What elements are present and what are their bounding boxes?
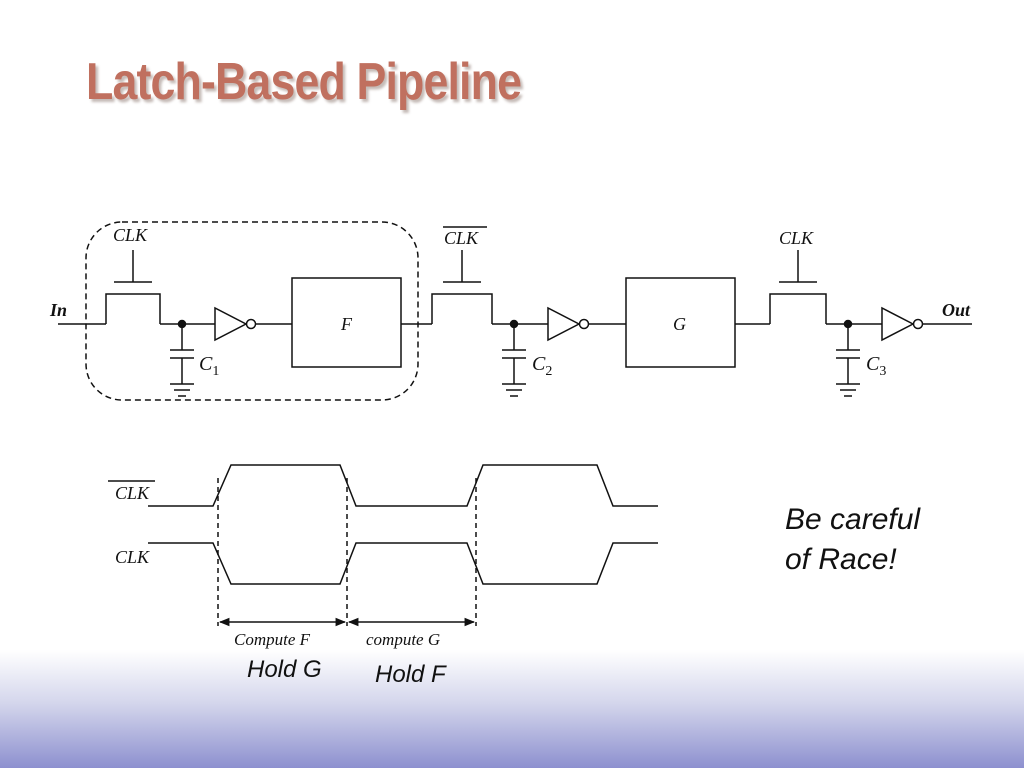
capacitor-label-3: C3: [866, 353, 886, 379]
clk-waveform: [148, 542, 658, 585]
cap-symbol-1: C: [199, 353, 213, 375]
output-label: Out: [942, 300, 971, 320]
hold-g-label: Hold G: [247, 656, 322, 683]
phase2-label: compute G: [366, 630, 440, 649]
note-line-1: Be careful: [785, 503, 921, 536]
pass-transistor-2: [431, 250, 493, 324]
block-label-f: F: [340, 314, 353, 334]
slide-title: Latch-Based Pipeline: [86, 53, 522, 111]
capacitor-3: [836, 324, 860, 397]
clk-bar-waveform: [148, 464, 658, 507]
capacitor-label-1: C1: [199, 353, 219, 379]
hold-f-label: Hold F: [375, 661, 446, 688]
block-label-g: G: [673, 314, 686, 334]
capacitor-2: [502, 324, 526, 397]
timing-clk-label: CLK: [115, 547, 150, 567]
pass-transistor-1: [105, 250, 161, 324]
logic-block-g: [625, 277, 736, 368]
race-warning-note: Be careful of Race!: [785, 500, 920, 580]
cap-symbol-2: C: [532, 353, 546, 375]
inverter-3: [881, 306, 924, 342]
cap-subscript-3: 3: [879, 364, 886, 379]
input-label: In: [49, 300, 67, 320]
timing-diagram: [108, 464, 658, 627]
phase1-label: Compute F: [234, 630, 311, 649]
inverter-1: [214, 306, 257, 342]
clock-label-3: CLK: [779, 228, 814, 248]
circuit: [58, 221, 972, 401]
logic-block-f: [291, 277, 402, 368]
capacitor-1: [170, 324, 194, 397]
note-line-2: of Race!: [785, 543, 897, 576]
inverter-2: [547, 306, 590, 342]
capacitor-label-2: C2: [532, 353, 552, 379]
clock-label-1: CLK: [113, 225, 148, 245]
cap-subscript-2: 2: [545, 364, 552, 379]
cap-subscript-1: 1: [212, 364, 219, 379]
cap-symbol-3: C: [866, 353, 880, 375]
timing-clk-bar-label: CLK: [115, 483, 150, 503]
dashed-grouping-outline: [85, 221, 419, 401]
pass-transistor-3: [769, 250, 827, 324]
clock-label-2: CLK: [444, 228, 479, 248]
background-gradient: [0, 650, 1024, 768]
